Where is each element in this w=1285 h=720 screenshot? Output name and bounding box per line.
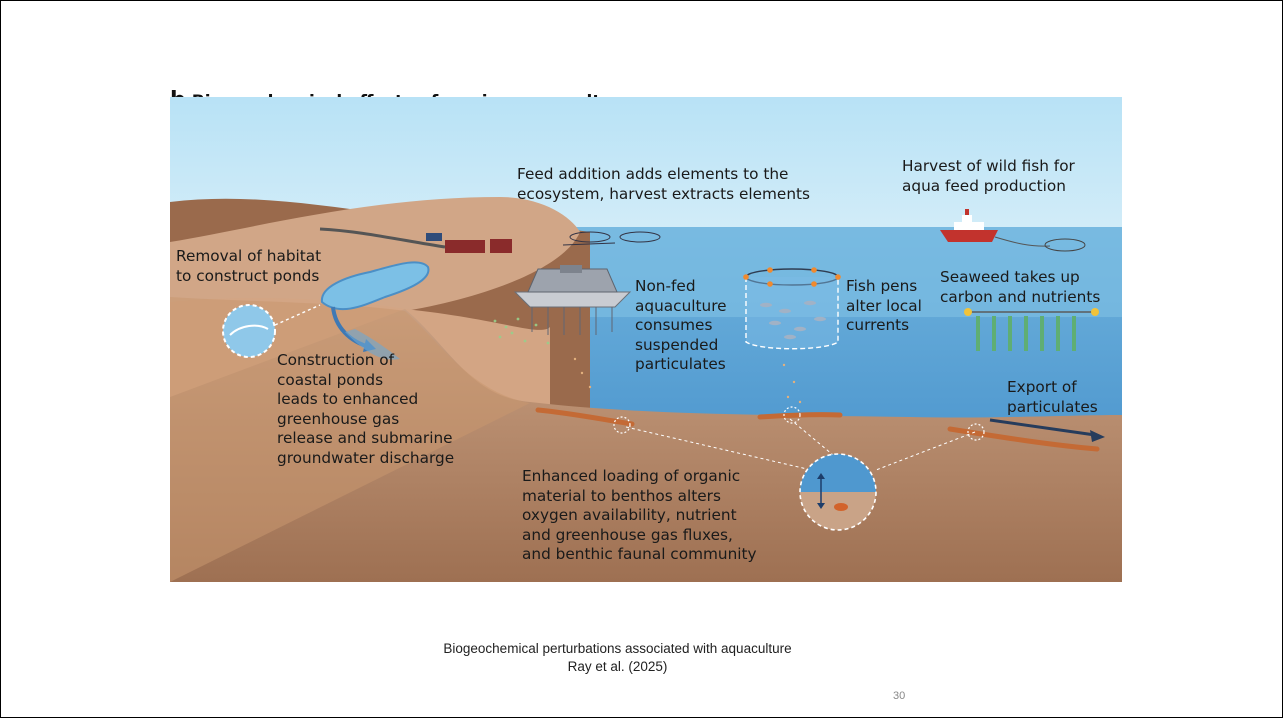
aquaculture-illustration: Feed addition adds elements to the ecosy… [170,97,1122,582]
benthos-label: Enhanced loading of organic material to … [522,467,757,563]
illustration-canvas [170,97,1122,582]
caption-line-2: Ray et al. (2025) [567,659,668,674]
benthos-zoom-circle [799,453,877,531]
sediment-layer-3 [947,426,1100,452]
fishing-boat [940,209,1086,252]
export-label: Export of particulates [1007,378,1098,416]
feed-pen-1 [569,231,611,243]
road [319,227,446,249]
particulates-sinking [573,357,802,404]
sediment-layer-2 [757,412,843,420]
barn-1 [445,240,485,253]
groundwater-plume [345,329,400,360]
nonfed-platform [513,265,632,335]
export-arrow [989,418,1096,437]
slide-caption: Biogeochemical perturbations associated … [0,640,1235,676]
pond-zoom-circle [222,304,276,358]
caption-line-1: Biogeochemical perturbations associated … [443,641,792,656]
habitat-label: Removal of habitat to construct ponds [176,247,322,285]
ponds-label: Construction of coastal ponds leads to e… [277,351,455,467]
nonfed-label: Non-fed aquaculture consumes suspended p… [635,277,727,373]
truck [426,233,442,241]
seaweed-farm [964,308,1099,351]
fish-pen [743,267,841,350]
coastal-pond [320,261,430,311]
feed-label: Feed addition adds elements to the ecosy… [517,165,811,203]
sediment-layer-1 [535,407,635,427]
pens-label: Fish pens alter local currents [846,277,922,334]
wild-fish-label: Harvest of wild fish for aqua feed produ… [902,157,1075,195]
seaweed-label: Seaweed takes up carbon and nutrients [940,268,1101,306]
barn-2 [490,239,512,253]
shore-shelf [170,297,530,582]
feed-pen-2 [619,231,661,243]
page-number: 30 [893,690,906,702]
beach [170,197,580,312]
particulates-green [493,317,550,345]
